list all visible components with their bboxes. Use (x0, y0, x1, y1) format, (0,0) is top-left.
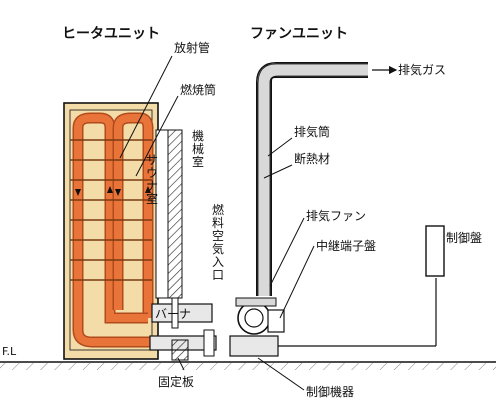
control-devices (229, 278, 437, 357)
relay-terminal-board-label: 中継端子盤 (316, 238, 376, 253)
insulation-label: 断熱材 (294, 151, 330, 166)
machine-room-label: 機械室 (192, 128, 204, 169)
radiant-tube (72, 112, 154, 348)
leader-lines (119, 55, 315, 391)
floor: F.L (0, 345, 496, 370)
burner-label: バーナ (155, 307, 191, 321)
combustion-tube-label: 燃焼筒 (180, 82, 216, 97)
fixing-plate-label: 固定板 (158, 374, 194, 389)
exhaust-tube-label: 排気筒 (294, 124, 330, 139)
heater-unit-title: ヒータユニット (62, 26, 160, 42)
exhaust-gas-label: 排気ガス (398, 62, 446, 77)
sauna-room-label: サウナ室 (146, 153, 158, 206)
exhaust-duct (256, 62, 398, 296)
fuel-air-inlet-label: 燃料空気入口 (212, 202, 224, 282)
control-panel-label: 制御盤 (446, 230, 482, 245)
radiant-tube-label: 放射管 (174, 40, 210, 55)
burner-body (151, 303, 213, 323)
floor-level-label: F.L (2, 345, 17, 358)
heater-unit (63, 102, 159, 360)
exhaust-fan-label: 排気ファン (306, 208, 366, 223)
machine-room-wall (155, 129, 183, 299)
exhaust-fan (235, 297, 285, 335)
burner-assembly (149, 297, 217, 361)
control-panel-box (425, 225, 445, 277)
fan-unit-title: ファンユニット (250, 26, 348, 42)
fixing-plate (171, 339, 189, 361)
control-device-label: 制御機器 (306, 384, 354, 399)
